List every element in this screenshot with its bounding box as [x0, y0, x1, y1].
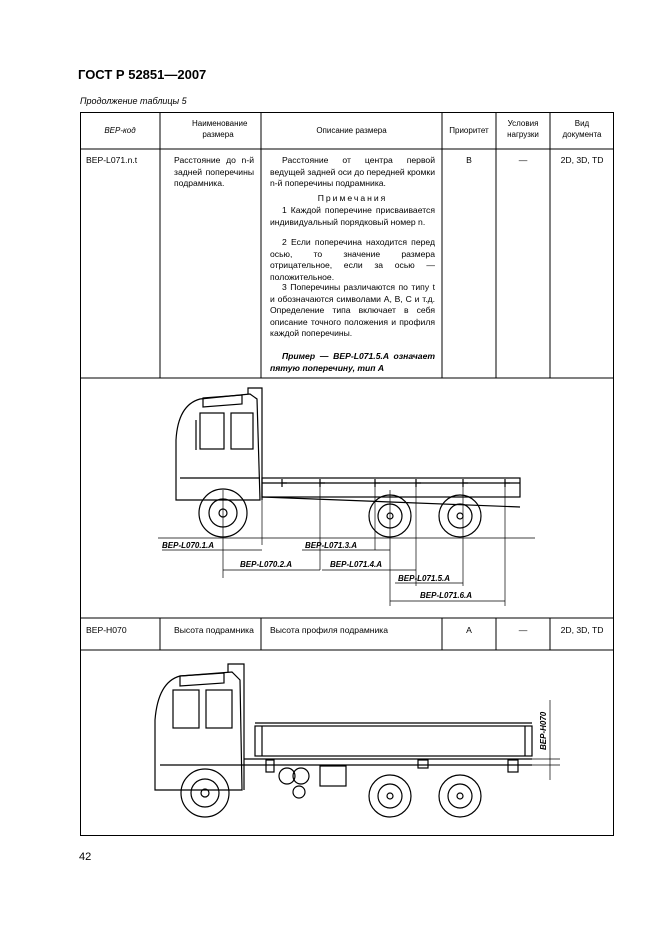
col-header-priority: Приоритет: [449, 126, 489, 135]
wheel2-rear-2: [438, 774, 482, 818]
dimension-labels-1: BEP-L070.1.A BEP-L070.2.A BEP-L071.3.A B…: [162, 541, 472, 600]
truck-1-outline: [175, 387, 521, 538]
crossmember-marks: [281, 479, 510, 487]
row1-name: Расстояние до n-й задней поперечины подр…: [174, 155, 254, 189]
label-h070: BEP-H070: [539, 711, 548, 750]
row2-description: Высота профиля подрамника: [270, 625, 389, 635]
wheel2-rear-1: [368, 774, 412, 818]
label-l071-3a: BEP-L071.3.A: [305, 541, 357, 550]
label-l071-5a: BEP-L071.5.A: [398, 574, 450, 583]
page-number: 42: [79, 851, 92, 863]
row1-notes-heading: Примечания: [317, 193, 388, 203]
row1-note-3: 3 Поперечины различаются по типу t и обо…: [270, 282, 435, 339]
label-l071-6a: BEP-L071.6.A: [420, 591, 472, 600]
table-continuation-caption: Продолжение таблицы 5: [80, 96, 187, 106]
truck-2-outline: [154, 663, 533, 818]
label-l070-2a: BEP-L070.2.A: [240, 560, 292, 569]
row1-load: —: [518, 155, 528, 165]
row1-note-2: 2 Если поперечина находится перед осью, …: [270, 237, 435, 282]
col-header-description: Описание размера: [316, 126, 387, 135]
label-l071-4a: BEP-L071.4.A: [330, 560, 382, 569]
row2-priority: A: [466, 625, 472, 635]
row1-note-1: 1 Каждой поперечине присваивается индиви…: [270, 205, 435, 227]
wheel2-front: [180, 768, 230, 818]
col-header-load: Условия нагрузки: [507, 119, 539, 139]
row2-load: —: [518, 625, 528, 635]
row1-description: Расстояние от центра первой ведущей задн…: [270, 155, 435, 189]
row1-code: BEP-L071.n.t: [86, 155, 138, 165]
dimension-lines-1: [158, 485, 535, 606]
row2-code: BEP-H070: [86, 625, 127, 635]
label-l070-1a: BEP-L070.1.A: [162, 541, 214, 550]
row1-example: Пример — BEP-L071.5.A означает пятую поп…: [270, 351, 435, 373]
row2-name: Высота подрамника: [174, 625, 254, 635]
standard-title: ГОСТ Р 52851—2007: [78, 67, 207, 82]
col-header-doc: Вид документа: [562, 119, 602, 139]
table-grid: [80, 112, 614, 836]
wheel-rear-2: [438, 494, 482, 538]
row1-priority: B: [466, 155, 472, 165]
row1-doc: 2D, 3D, TD: [560, 155, 604, 165]
dimensions-table: BEP-код Наименование размера Описание ра…: [80, 112, 614, 836]
dimension-lines-2: [532, 700, 560, 780]
col-header-name: Наименование размера: [192, 119, 248, 139]
row2-doc: 2D, 3D, TD: [560, 625, 604, 635]
col-header-code: BEP-код: [104, 126, 136, 135]
